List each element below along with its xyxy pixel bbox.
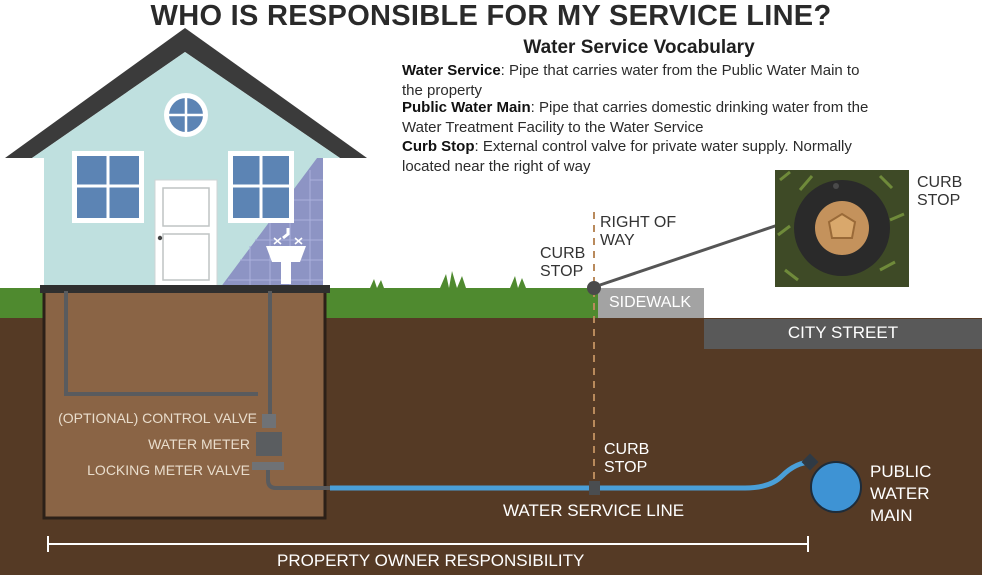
city-street-label: CITY STREET <box>787 323 899 342</box>
water-meter-icon <box>256 432 282 456</box>
door-panel-upper <box>162 187 210 227</box>
vocab-entry-water-service: Water Service: Pipe that carries water f… <box>402 61 882 101</box>
vocabulary-heading: Water Service Vocabulary <box>523 37 755 58</box>
basement <box>42 289 327 520</box>
faucet-icon <box>282 228 290 240</box>
public-water-main <box>810 461 862 513</box>
photo-grass <box>777 170 905 282</box>
water-meter-label: WATER METER <box>148 436 250 452</box>
vocab-definition: : Pipe that carries domestic drinking wa… <box>402 99 869 136</box>
faucet-handles <box>273 237 303 245</box>
control-valve-icon <box>262 414 276 428</box>
right-window-mullions <box>233 156 289 218</box>
city-street <box>704 319 982 349</box>
property-owner-responsibility-label: PROPERTY OWNER RESPONSIBILITY <box>277 551 585 570</box>
lid-bolt <box>833 183 839 189</box>
curb-stop-valve-icon <box>587 281 601 295</box>
door-panel-lower <box>162 233 210 281</box>
vocab-definition: : External control valve for private wat… <box>402 138 852 175</box>
vocab-term: Curb Stop <box>402 138 475 155</box>
meter-outlet-pipe <box>266 462 330 490</box>
grass-tuft <box>440 271 466 288</box>
main-connection-icon <box>801 453 819 471</box>
control-valve-label: (OPTIONAL) CONTROL VALVE <box>58 410 257 426</box>
sink-pedestal <box>281 262 291 284</box>
floor-slab <box>40 285 330 293</box>
vocab-entry-public-water-main: Public Water Main: Pipe that carries dom… <box>402 98 882 138</box>
grass-tuft <box>510 276 526 288</box>
vocab-entry-curb-stop: Curb Stop: External control valve for pr… <box>402 137 882 177</box>
curb-stop-nut-icon <box>827 212 857 239</box>
page-title: WHO IS RESPONSIBLE FOR MY SERVICE LINE? <box>150 0 832 32</box>
vocab-term: Water Service <box>402 62 501 79</box>
callout-line <box>599 223 779 287</box>
sink-basin-icon <box>266 246 306 262</box>
sidewalk-label: SIDEWALK <box>608 294 692 311</box>
house-pipe <box>64 291 258 396</box>
vocab-term: Public Water Main <box>402 99 531 116</box>
sidewalk <box>598 288 704 318</box>
water-service-line-label: WATER SERVICE LINE <box>503 501 685 520</box>
locking-meter-valve-icon <box>252 462 284 470</box>
left-window-mullions <box>77 156 139 218</box>
door-knob <box>157 235 163 241</box>
locking-meter-valve-label: LOCKING METER VALVE <box>87 462 250 478</box>
roof <box>5 28 367 158</box>
underground-curb-stop-icon <box>589 481 600 495</box>
grass-tuft <box>370 279 384 288</box>
vocab-definition: : Pipe that carries water from the Publi… <box>402 62 860 99</box>
round-window-mullions <box>169 98 203 132</box>
water-service-line <box>330 459 813 491</box>
